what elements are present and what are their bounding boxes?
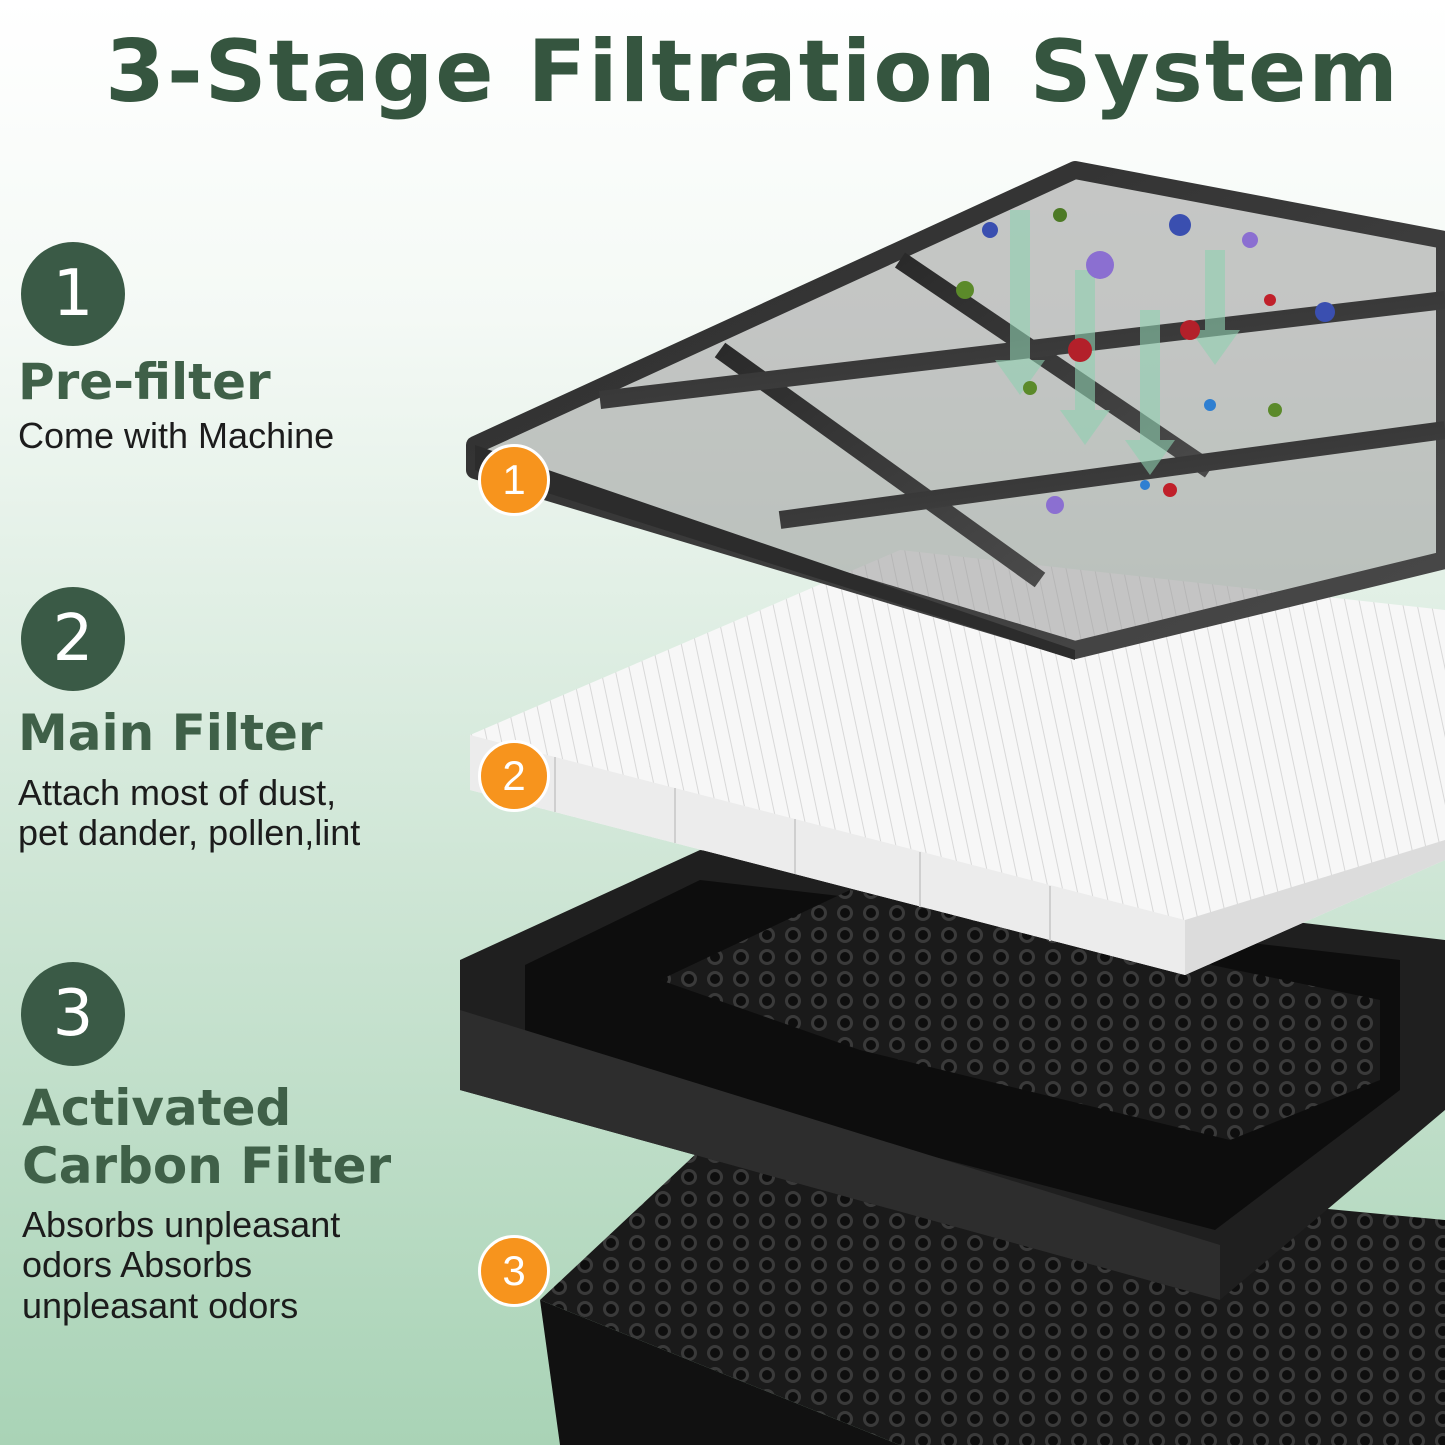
stage-description-line: pet dander, pollen,lint (18, 811, 361, 853)
stage-description-line: Attach most of dust, (18, 771, 337, 813)
stage-title: Pre-filter (18, 353, 271, 411)
stage-title-line: Carbon Filter (22, 1136, 392, 1195)
stage-description-line: unpleasant odors (22, 1284, 299, 1326)
stage-carbon-filter: 3 Activated Carbon Filter Absorbs unplea… (18, 962, 468, 1326)
stage-number-badge: 1 (21, 242, 125, 346)
stage-description: Absorbs unpleasant odors Absorbs unpleas… (22, 1204, 468, 1326)
stage-description-line: odors Absorbs (22, 1244, 253, 1286)
stage-prefilter: 1 Pre-filter Come with Machine (18, 242, 468, 456)
stage-description-line: Absorbs unpleasant (22, 1204, 341, 1245)
page-title: 3-Stage Filtration System (105, 22, 1400, 122)
hepa-pleated-layer (470, 550, 1445, 975)
stage-title: Main Filter (18, 704, 323, 762)
stage-title: Activated Carbon Filter (22, 1079, 468, 1195)
layer-marker-3: 3 (478, 1235, 550, 1307)
prefilter-mesh-layer (466, 161, 1445, 660)
stage-number-badge: 3 (21, 962, 125, 1066)
stage-description: Attach most of dust, pet dander, pollen,… (18, 771, 468, 854)
stage-main-filter: 2 Main Filter Attach most of dust, pet d… (18, 587, 468, 853)
layer-marker-2: 2 (478, 740, 550, 812)
stage-description: Come with Machine (18, 414, 335, 456)
layer-marker-1: 1 (478, 444, 550, 516)
dust-particles (956, 208, 1335, 514)
stage-number-badge: 2 (21, 587, 125, 691)
stage-title-line: Activated (22, 1079, 292, 1137)
